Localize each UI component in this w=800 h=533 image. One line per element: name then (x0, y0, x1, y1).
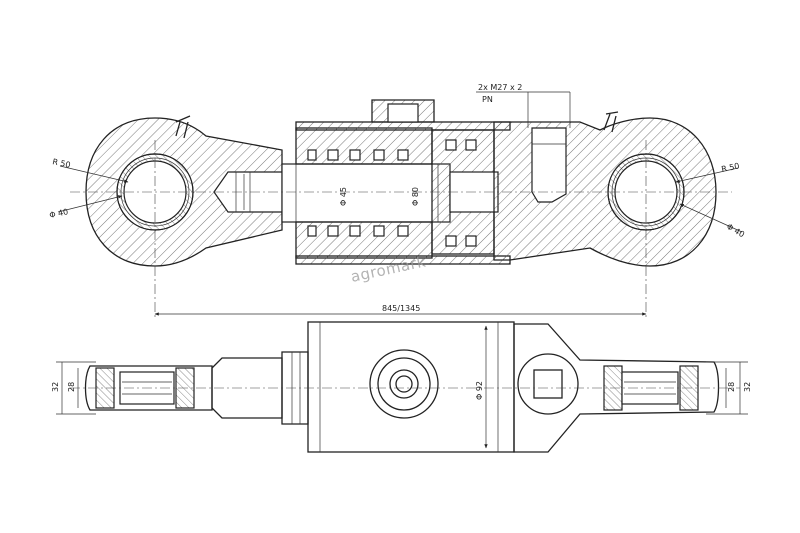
rod-diameter-label: Φ 45 (339, 187, 348, 206)
end-cap-plan (513, 323, 720, 453)
port-thread-label: 2x M27 x 2 (478, 83, 522, 92)
right-inner-width-label: 28 (727, 382, 736, 392)
tube-port (369, 349, 439, 419)
left-inner-width-label: 28 (67, 382, 76, 392)
left-eye-plan (84, 365, 213, 411)
end-cap-port (517, 353, 579, 415)
section-view (57, 91, 743, 318)
right-radius-label: R 50 (721, 161, 741, 174)
gland (295, 127, 433, 165)
piston-rod (281, 163, 451, 223)
cylinder-tube (295, 121, 511, 131)
left-pin-diameter-label: Φ 40 (49, 207, 69, 220)
left-radius-label: R 50 (52, 157, 72, 170)
stroke-length-label: 845/1345 (382, 304, 420, 313)
right-pin-diameter-label: Φ 40 (725, 222, 746, 239)
bore-diameter-label: Φ 80 (411, 187, 420, 206)
plan-view (56, 321, 748, 453)
right-outer-width-label: 32 (743, 382, 752, 392)
left-outer-width-label: 32 (51, 382, 60, 392)
right-grease-nipple (603, 111, 619, 133)
tube-diameter-label: Φ 92 (475, 381, 484, 400)
port-pn-label: PN (482, 95, 493, 104)
left-grease-nipple (175, 115, 191, 139)
